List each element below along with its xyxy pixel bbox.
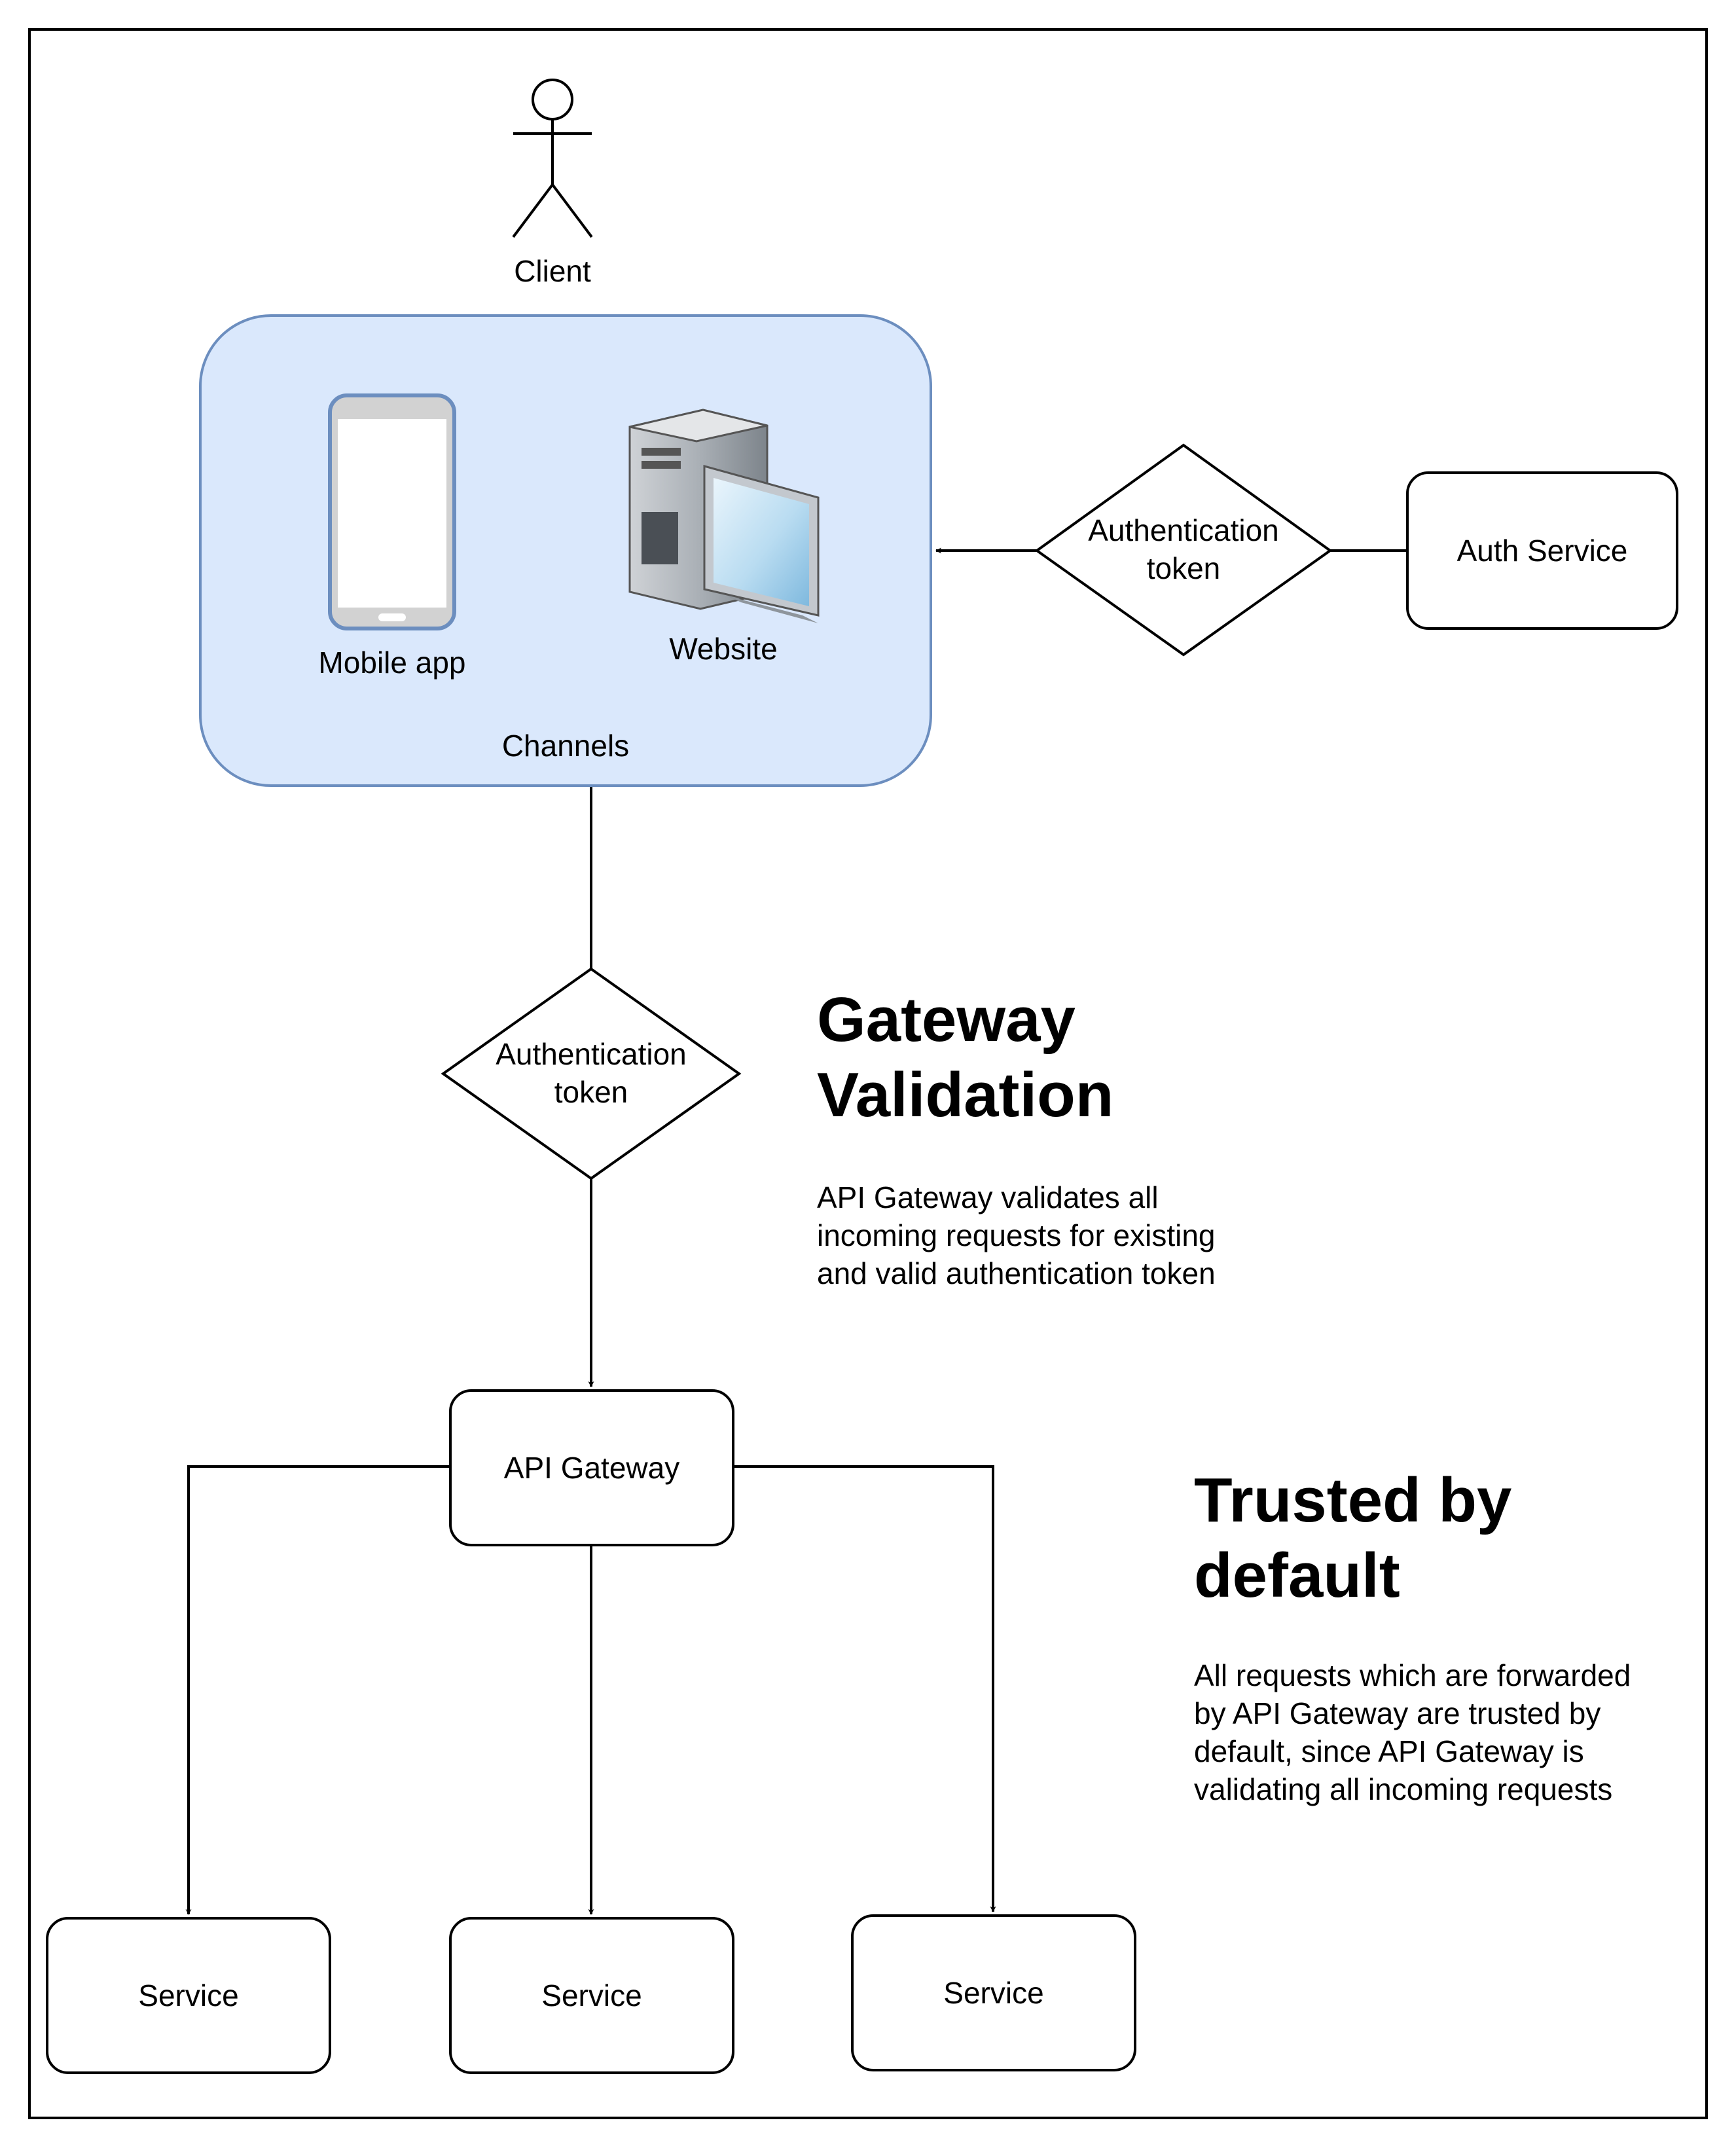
channels-label: Channels: [501, 729, 630, 763]
api-gateway-label: API Gateway: [503, 1451, 680, 1485]
auth-token-center-label: Authentication token: [496, 1037, 687, 1109]
diagram-frame: [28, 28, 1708, 2119]
mobile-app-label: Mobile app: [318, 646, 466, 680]
smartphone-icon: [328, 393, 456, 630]
desktop-computer-icon: [628, 409, 820, 623]
auth-service-label: Auth Service: [1456, 534, 1628, 568]
auth-service-box[interactable]: Auth Service: [1406, 471, 1678, 630]
service-box-1[interactable]: Service: [46, 1917, 331, 2074]
gateway-validation-title: Gateway Validation: [817, 985, 1114, 1130]
service-label: Service: [541, 1978, 642, 2013]
api-gateway-box[interactable]: API Gateway: [449, 1389, 734, 1546]
auth-token-diamond-right[interactable]: [1034, 443, 1333, 657]
service-label: Service: [138, 1978, 239, 2013]
service-box-2[interactable]: Service: [449, 1917, 734, 2074]
gateway-validation-text: API Gateway validates all incoming reque…: [817, 1180, 1216, 1290]
trusted-by-default-title: Trusted by default: [1194, 1465, 1512, 1611]
client-actor-icon: [512, 79, 593, 238]
client-label: Client: [514, 254, 591, 288]
service-label: Service: [943, 1976, 1044, 2010]
service-box-3[interactable]: Service: [851, 1914, 1136, 2071]
website-label: Website: [669, 632, 778, 666]
auth-token-right-label: Authentication token: [1088, 513, 1279, 585]
trusted-by-default-text: All requests which are forwarded by API …: [1194, 1658, 1631, 1806]
